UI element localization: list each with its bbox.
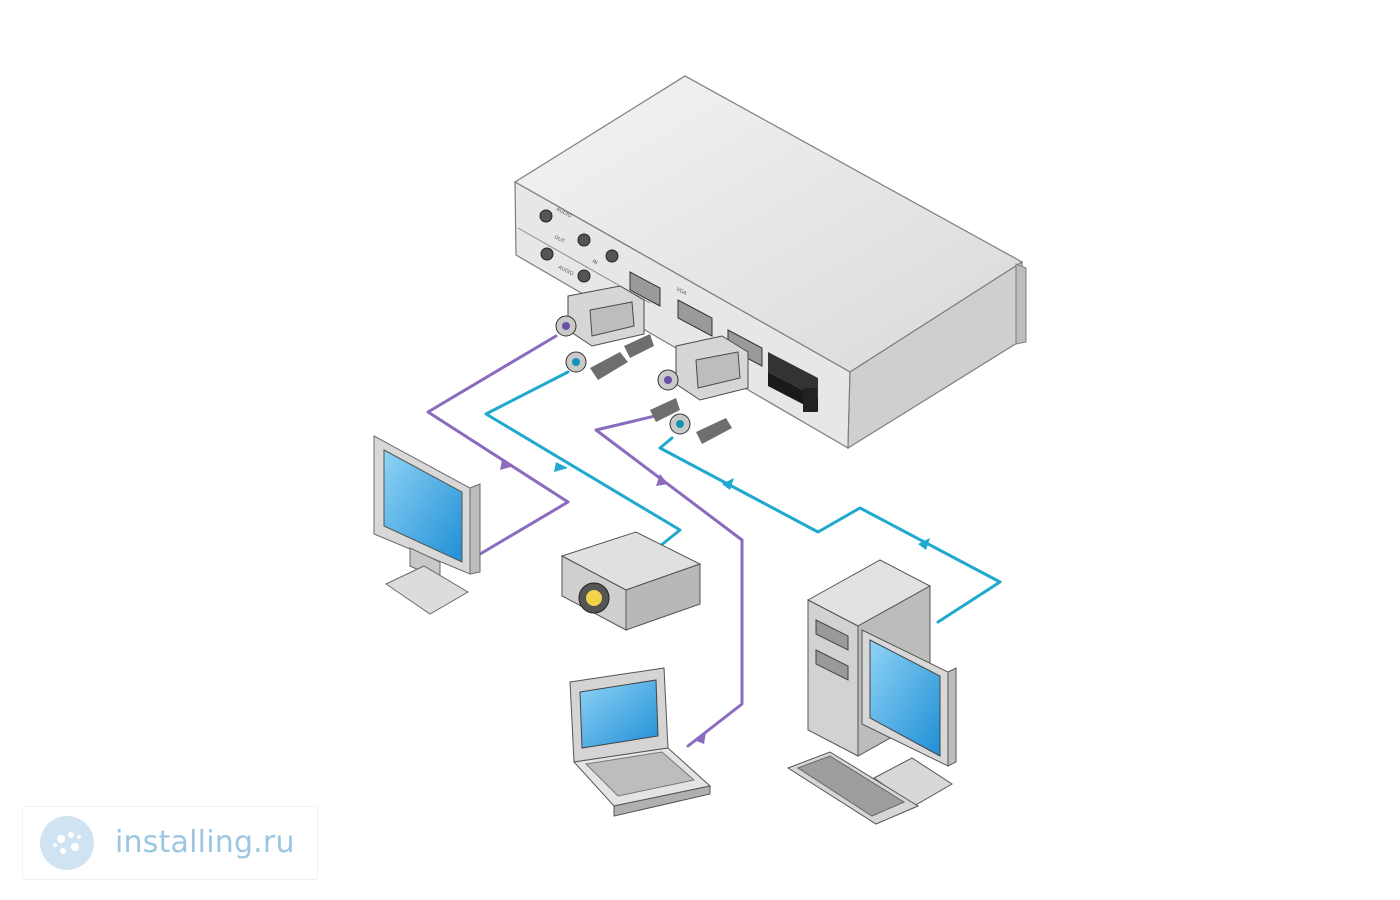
direction-arrows <box>500 460 930 744</box>
arrow-icon <box>694 732 706 744</box>
projector <box>560 531 702 631</box>
cables <box>426 334 1002 748</box>
audio-jacks <box>539 209 619 283</box>
cable-in-desktop <box>658 436 1002 624</box>
vga-ports <box>629 271 763 367</box>
desktop-pc <box>786 559 957 825</box>
arrow-icon <box>918 538 930 550</box>
vga-plug-right <box>650 335 749 444</box>
watermark: installing.ru <box>22 806 318 880</box>
device-label-4: VGA <box>675 286 688 297</box>
vga-plug-left <box>555 285 654 380</box>
terminal-block <box>768 352 818 412</box>
laptop <box>569 667 712 817</box>
arrow-icon <box>554 462 568 472</box>
arrow-icon <box>656 474 668 486</box>
cable-out-projector <box>484 370 682 548</box>
installing-logo-icon <box>40 816 94 870</box>
arrow-icon <box>500 460 514 470</box>
switcher-device: AUDIO OUT IN AUDIO VGA <box>513 75 1027 450</box>
arrow-icon <box>722 478 734 490</box>
device-label-1: OUT <box>553 234 566 245</box>
watermark-text: installing.ru <box>115 825 295 860</box>
device-label-2: IN <box>591 258 599 266</box>
cable-out-monitor <box>426 334 570 562</box>
cable-in-laptop <box>594 410 744 748</box>
monitor <box>373 435 481 615</box>
